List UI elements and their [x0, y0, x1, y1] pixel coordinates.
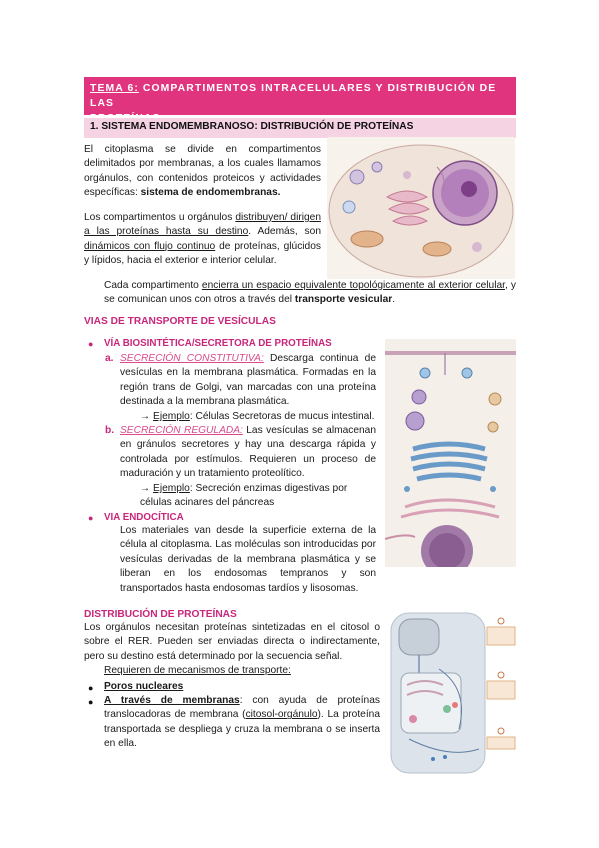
intro-p3-text-c: .: [392, 294, 396, 306]
tema-label: TEMA 6:: [90, 83, 139, 94]
tema-title-line1: COMPARTIMENTOS INTRACELULARES Y DISTRIBU…: [90, 83, 497, 109]
ejemplo-b-label: Ejemplo: [153, 483, 190, 494]
membranas-text-b: ). La proteína transportada se despliega…: [104, 709, 380, 750]
ejemplo-b: → Ejemplo: Secreción enzimas digestivas …: [140, 482, 378, 511]
bullet-endocitica: ●: [88, 513, 94, 523]
intro-p1-text: El citoplasma se divide en compartimento…: [84, 144, 321, 199]
intro-p2-text-a: Los compartimentos u orgánulos: [84, 212, 236, 223]
secrecion-regulada-text: Las vesículas se almacenan en gránulos s…: [120, 425, 376, 480]
bullet-membranas: ●: [88, 697, 94, 707]
ejemplo-b-text: : Secreción enzimas digestivas por célul…: [140, 483, 348, 509]
secrecion-constitutiva-text: Descarga continua de vesículas en la mem…: [120, 353, 376, 408]
intro-p2-text-c: de proteínas, glúcidos y lípidos, hacia …: [84, 240, 321, 267]
endocitica-text: Los materiales van desde la superficie e…: [120, 525, 376, 594]
intro-paragraph-2: Los compartimentos u orgánulos distribuy…: [84, 211, 321, 269]
item-a-letter: a.: [105, 353, 114, 364]
intro-p3-text-a: Cada compartimento: [104, 280, 202, 291]
membranas-underline: citosol-orgánulo: [245, 709, 318, 721]
secrecion-constitutiva-title: SECRECIÓN CONSTITUTIVA:: [120, 353, 264, 364]
intro-p2-text-b: . Además, son: [248, 226, 321, 238]
requieren-text: Requieren de mecanismos de transporte:: [104, 665, 291, 676]
item-b-letter: b.: [105, 425, 115, 436]
poros-nucleares: Poros nucleares: [104, 680, 304, 694]
intro-p2-underline-b: dinámicos con flujo continuo: [84, 240, 216, 252]
endocitica-heading: VIA ENDOCÍTICA: [104, 512, 184, 523]
intro-p2-underline-a: distribuyen/ dirigen a las proteínas has…: [84, 212, 321, 238]
distribucion-paragraph: Los orgánulos necesitan proteínas sintet…: [84, 622, 380, 662]
protein-sorting-illustration: [390, 612, 516, 774]
tema-title-bar: TEMA 6: COMPARTIMENTOS INTRACELULARES Y …: [84, 77, 516, 124]
ejemplo-a-text: : Células Secretoras de mucus intestinal…: [189, 411, 375, 422]
item-b-label: b.: [105, 424, 123, 438]
ejemplo-a-label: Ejemplo: [153, 411, 190, 422]
requieren-line: Requieren de mecanismos de transporte:: [104, 664, 364, 678]
protein-sorting-figure: [389, 609, 517, 776]
membranas-title: A través de membranas: [104, 695, 240, 706]
secrecion-constitutiva: SECRECIÓN CONSTITUTIVA: Descarga continu…: [120, 352, 376, 410]
item-a-label: a.: [105, 352, 123, 366]
secretory-pathway-illustration: [385, 339, 516, 567]
intro-paragraph-3: Cada compartimento encierra un espacio e…: [104, 279, 516, 308]
bullet-poros: ●: [88, 683, 94, 693]
cell-illustration: [328, 144, 514, 278]
cell-endomembrane-figure: [327, 137, 515, 279]
section1-heading: 1. SISTEMA ENDOMEMBRANOSO: DISTRIBUCIÓN …: [84, 118, 516, 138]
intro-p1-bold: sistema de endomembranas.: [140, 187, 281, 199]
arrow-b: →: [140, 483, 154, 494]
membranas-text-a: : con ayuda de proteínas translocadoras …: [104, 695, 380, 721]
intro-p3-underline: encierra un espacio equivalente topológi…: [201, 280, 505, 291]
secretory-pathway-figure: [385, 339, 516, 567]
intro-p3-text-b: , y se comunican unos con otros a través…: [104, 280, 516, 306]
poros-nucleares-text: Poros nucleares: [104, 681, 184, 692]
biosintetica-heading: VÍA BIOSINTÉTICA/SECRETORA DE PROTEÍNAS: [104, 338, 332, 349]
vias-heading: VIAS DE TRANSPORTE DE VESÍCULAS: [84, 316, 276, 327]
intro-p3-bold: transporte vesicular: [294, 294, 393, 306]
ejemplo-a: → Ejemplo: Células Secretoras de mucus i…: [140, 410, 380, 424]
distribucion-heading: DISTRIBUCIÓN DE PROTEÍNAS: [84, 609, 237, 620]
arrow-a: →: [140, 411, 154, 422]
a-traves-membranas: A través de membranas: con ayuda de prot…: [104, 694, 380, 752]
secrecion-regulada-title: SECRECIÓN REGULADA:: [120, 425, 243, 436]
bullet-biosintetica: ●: [88, 339, 94, 349]
intro-paragraph-1: El citoplasma se divide en compartimento…: [84, 143, 321, 201]
secrecion-regulada: SECRECIÓN REGULADA: Las vesículas se alm…: [120, 424, 376, 482]
